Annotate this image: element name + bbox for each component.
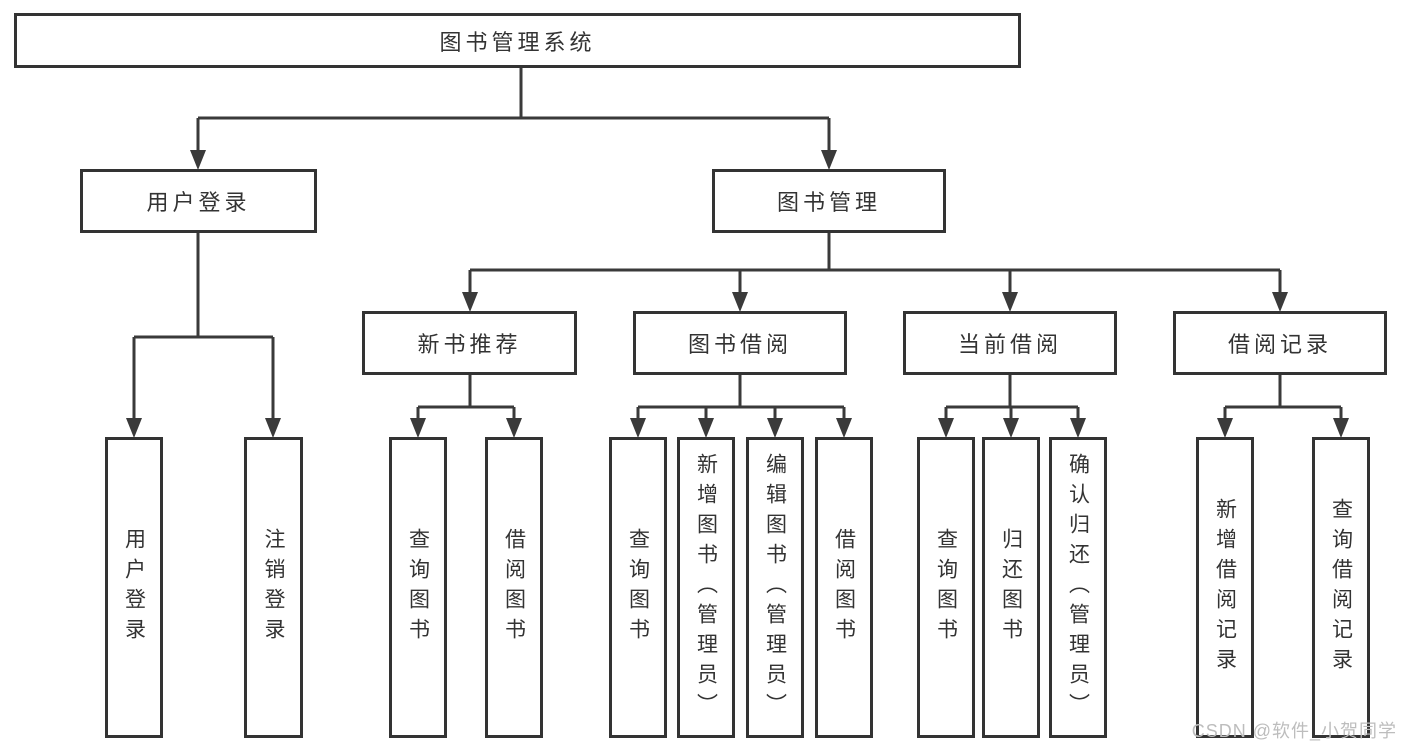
leaf-query-books: 查询图书: [917, 437, 975, 738]
node-book-management: 图书管理: [712, 169, 946, 233]
csdn-watermark: CSDN @软件_小贺同学: [1191, 721, 1397, 741]
leaf-borrow-books: 借阅图书: [815, 437, 873, 738]
root-node-library-system: 图书管理系统: [14, 13, 1021, 68]
leaf-add-borrow-record: 新增借阅记录: [1196, 437, 1254, 738]
leaf-edit-books-admin: 编辑图书（管理员）: [746, 437, 804, 738]
arrowheads: [126, 150, 1349, 438]
leaf-query-borrow-record: 查询借阅记录: [1312, 437, 1370, 738]
node-new-book-recommend: 新书推荐: [362, 311, 577, 375]
leaf-confirm-return-admin: 确认归还（管理员）: [1049, 437, 1107, 738]
leaf-borrow-books: 借阅图书: [485, 437, 543, 738]
node-borrow-records: 借阅记录: [1173, 311, 1387, 375]
leaf-user-login: 用户登录: [105, 437, 163, 738]
leaf-query-books: 查询图书: [609, 437, 667, 738]
leaf-logout: 注销登录: [244, 437, 303, 738]
node-current-borrow: 当前借阅: [903, 311, 1117, 375]
node-book-borrow: 图书借阅: [633, 311, 847, 375]
leaf-add-books-admin: 新增图书（管理员）: [677, 437, 735, 738]
leaf-return-books: 归还图书: [982, 437, 1040, 738]
leaf-query-books: 查询图书: [389, 437, 447, 738]
node-user-login: 用户登录: [80, 169, 317, 233]
